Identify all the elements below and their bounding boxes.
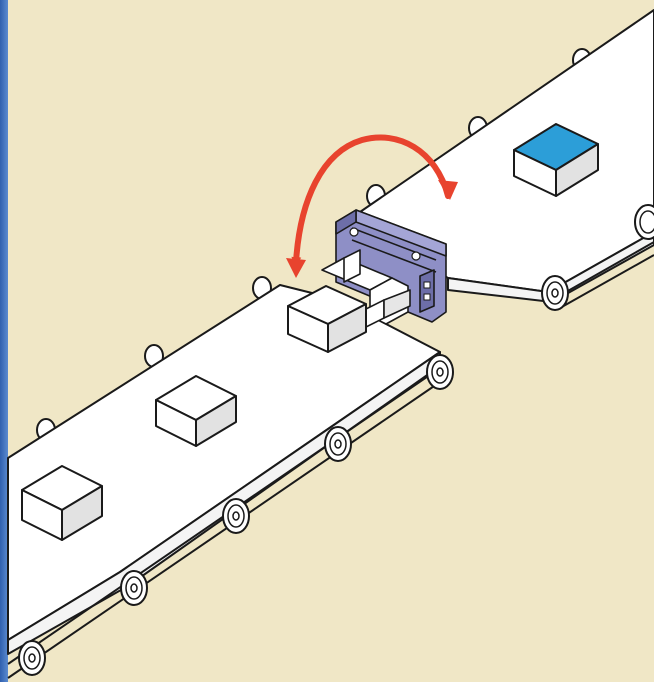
lower-conveyor — [7, 276, 454, 679]
white-box-front — [21, 465, 103, 541]
rotation-arrow-head-bottom — [286, 258, 306, 278]
held-box — [287, 285, 367, 353]
blue-top-box — [513, 123, 599, 197]
rotation-arrow-icon — [291, 134, 451, 267]
left-edge-band — [0, 0, 8, 682]
upper-conveyor-near-rollers — [541, 204, 654, 311]
upper-conveyor — [359, 9, 654, 311]
robotic-gripper — [287, 209, 447, 353]
lower-conveyor-near-rollers — [18, 354, 454, 676]
white-box-middle — [155, 375, 237, 447]
rotation-arrow-head-top — [438, 180, 458, 200]
